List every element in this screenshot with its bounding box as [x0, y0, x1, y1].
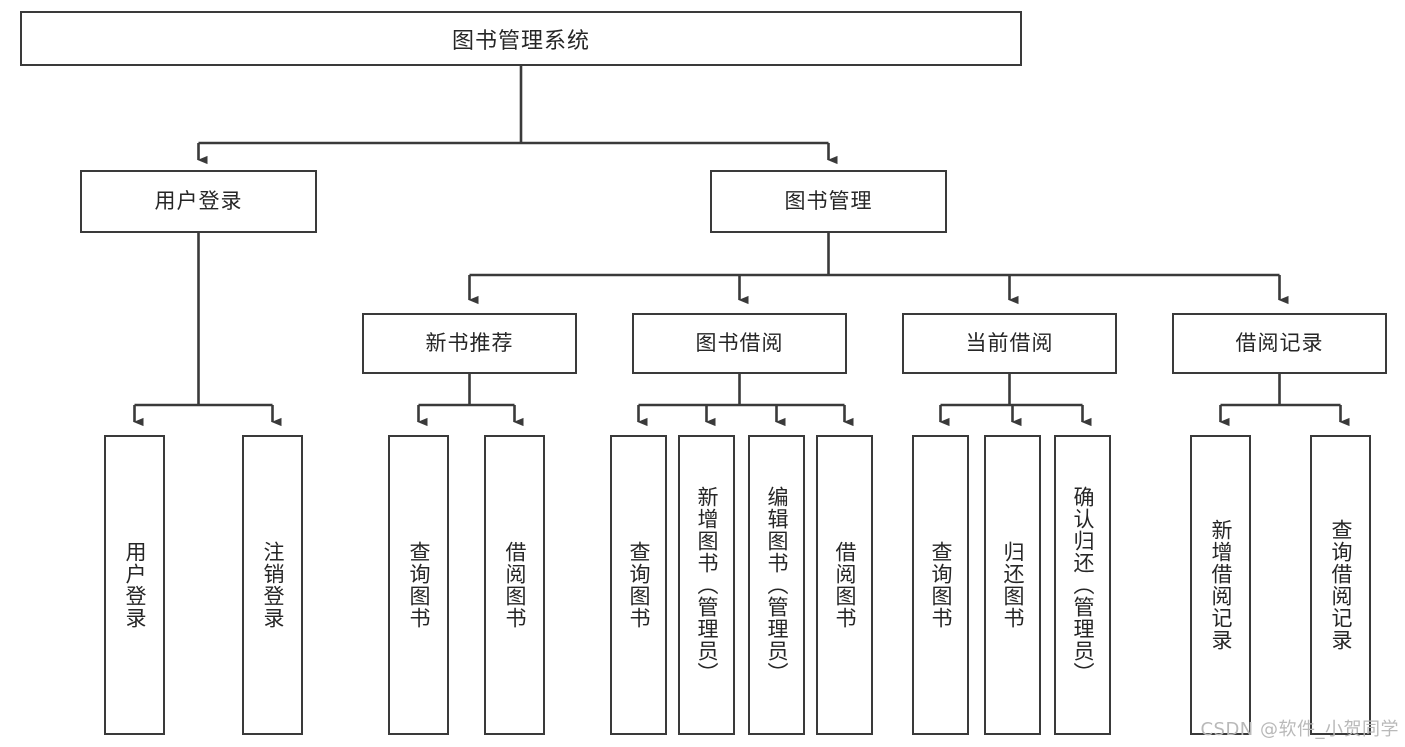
node-label: 图书借阅 [695, 330, 784, 355]
node-current-borrow[interactable]: 当前借阅 [902, 313, 1117, 374]
leaf-borrow-book-1[interactable]: 借阅图书 [484, 435, 545, 735]
node-book-manage[interactable]: 图书管理 [710, 170, 947, 233]
watermark-credit: CSDN @软件_小贺同学 [1200, 719, 1399, 740]
leaf-query-book-2[interactable]: 查询图书 [610, 435, 667, 735]
node-label: 查询图书 [406, 541, 431, 629]
leaf-user-login[interactable]: 用户登录 [104, 435, 165, 735]
node-root-system[interactable]: 图书管理系统 [20, 11, 1022, 66]
node-label: 用户登录 [154, 188, 243, 213]
node-label: 确认归还（管理员） [1070, 486, 1095, 684]
leaf-add-record[interactable]: 新增借阅记录 [1190, 435, 1251, 735]
node-label: 注销登录 [260, 541, 285, 629]
node-borrow-record[interactable]: 借阅记录 [1172, 313, 1387, 374]
node-label: 借阅记录 [1235, 330, 1324, 355]
leaf-query-record[interactable]: 查询借阅记录 [1310, 435, 1371, 735]
node-label: 归还图书 [1000, 541, 1025, 629]
leaf-add-book[interactable]: 新增图书（管理员） [678, 435, 735, 735]
node-label: 新增借阅记录 [1208, 519, 1233, 651]
node-label: 新增图书（管理员） [694, 486, 719, 684]
leaf-return-book[interactable]: 归还图书 [984, 435, 1041, 735]
node-label: 当前借阅 [965, 330, 1054, 355]
node-label: 查询图书 [928, 541, 953, 629]
node-label: 图书管理 [784, 188, 873, 213]
node-label: 借阅图书 [832, 541, 857, 629]
node-new-book-recommend[interactable]: 新书推荐 [362, 313, 577, 374]
node-label: 查询借阅记录 [1328, 519, 1353, 651]
node-label: 编辑图书（管理员） [764, 486, 789, 684]
node-label: 查询图书 [626, 541, 651, 629]
leaf-edit-book[interactable]: 编辑图书（管理员） [748, 435, 805, 735]
node-label: 用户登录 [122, 541, 147, 629]
node-book-borrow[interactable]: 图书借阅 [632, 313, 847, 374]
leaf-confirm-return[interactable]: 确认归还（管理员） [1054, 435, 1111, 735]
node-label: 图书管理系统 [451, 28, 590, 54]
leaf-query-book-3[interactable]: 查询图书 [912, 435, 969, 735]
leaf-user-logout[interactable]: 注销登录 [242, 435, 303, 735]
node-label: 新书推荐 [425, 330, 514, 355]
node-label: 借阅图书 [502, 541, 527, 629]
node-user-login[interactable]: 用户登录 [80, 170, 317, 233]
leaf-query-book-1[interactable]: 查询图书 [388, 435, 449, 735]
leaf-borrow-book-2[interactable]: 借阅图书 [816, 435, 873, 735]
